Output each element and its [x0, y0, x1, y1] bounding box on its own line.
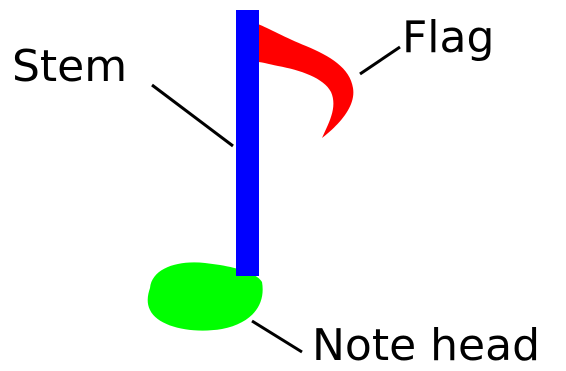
note-head-label: Note head	[312, 320, 540, 371]
stem-leader-line	[151, 83, 234, 148]
flag-shape	[258, 24, 354, 138]
stem-label: Stem	[12, 41, 128, 92]
note-head-shape	[147, 262, 263, 331]
stem-shape	[236, 10, 259, 276]
note-head-leader-line	[251, 319, 303, 354]
flag-leader-line	[359, 45, 401, 76]
flag-label: Flag	[402, 12, 495, 63]
